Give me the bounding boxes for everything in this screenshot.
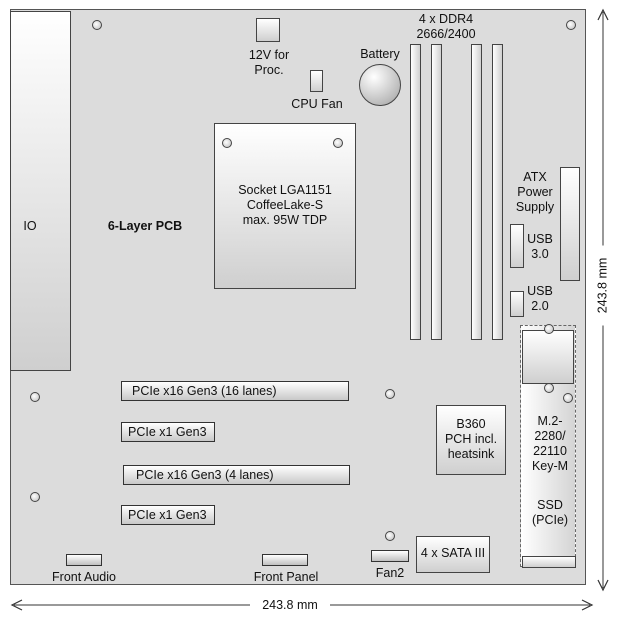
m2-standoff-hole: [544, 383, 554, 393]
front-audio-header: [66, 554, 102, 566]
m2-standoff-hole: [563, 393, 573, 403]
cpu-socket-label: Socket LGA1151 CoffeeLake-S max. 95W TDP: [238, 183, 332, 227]
height-dimension-label: 243.8 mm: [595, 245, 611, 326]
dimm-slot-b2: [492, 44, 503, 340]
fan2-header: [371, 550, 409, 562]
mounting-hole: [92, 20, 102, 30]
mounting-hole: [30, 492, 40, 502]
sata-connectors: [416, 536, 490, 573]
pcb-label: 6-Layer PCB: [107, 219, 183, 233]
mounting-hole: [30, 392, 40, 402]
mounting-hole: [385, 389, 395, 399]
cpu-socket: [214, 123, 356, 289]
battery-cell: [359, 64, 401, 106]
pcie-x16-slot-2: PCIe x16 Gen3 (4 lanes): [123, 465, 350, 485]
usb20-label: USB 2.0: [527, 284, 553, 313]
pcie-x16-slot-1-label: PCIe x16 Gen3 (16 lanes): [132, 384, 277, 398]
m2-standoff-2242: [522, 330, 574, 384]
pcie-x16-slot-2-label: PCIe x16 Gen3 (4 lanes): [136, 468, 274, 482]
front-audio-label: Front Audio: [52, 570, 116, 584]
pch-label: B360 PCH incl. heatsink: [444, 417, 498, 461]
motherboard-pcb: [10, 9, 586, 585]
pcie-x1-slot-1: PCIe x1 Gen3: [121, 422, 215, 442]
cpu-fan-label: CPU Fan: [291, 97, 343, 111]
cpu-fan-header: [310, 70, 323, 92]
m2-label: M.2- 2280/ 22110 Key-M: [531, 414, 569, 473]
dimm-slot-a2: [431, 44, 442, 340]
usb30-label: USB 3.0: [527, 232, 553, 261]
atx-power-connector: [560, 167, 580, 281]
dimm-slot-b1: [471, 44, 482, 340]
usb20-header: [510, 291, 524, 317]
pcie-x16-slot-1: PCIe x16 Gen3 (16 lanes): [121, 381, 349, 401]
dimm-label: 4 x DDR4 2666/2400: [416, 12, 476, 41]
fan2-label: Fan2: [375, 566, 405, 580]
cpu-12v-label: 12V for Proc.: [248, 48, 290, 77]
socket-mounting-hole: [222, 138, 232, 148]
atx-power-label: ATX Power Supply: [515, 170, 555, 214]
usb30-header: [510, 224, 524, 268]
m2-connector: [522, 556, 576, 568]
pcie-x1-slot-2-label: PCIe x1 Gen3: [128, 508, 207, 522]
io-panel: [10, 11, 71, 371]
battery-label: Battery: [360, 47, 400, 61]
cpu-12v-connector: [256, 18, 280, 42]
front-panel-label: Front Panel: [253, 570, 319, 584]
m2-standoff-hole: [544, 324, 554, 334]
io-label: IO: [23, 219, 37, 233]
front-panel-header: [262, 554, 308, 566]
dimm-slot-a1: [410, 44, 421, 340]
mounting-hole: [566, 20, 576, 30]
socket-mounting-hole: [333, 138, 343, 148]
sata-label: 4 x SATA III: [420, 546, 486, 560]
pcie-x1-slot-2: PCIe x1 Gen3: [121, 505, 215, 525]
pcie-x1-slot-1-label: PCIe x1 Gen3: [128, 425, 207, 439]
width-dimension-label: 243.8 mm: [250, 598, 330, 613]
pch-chip: [436, 405, 506, 475]
ssd-label: SSD (PCIe): [531, 498, 569, 527]
mounting-hole: [385, 531, 395, 541]
